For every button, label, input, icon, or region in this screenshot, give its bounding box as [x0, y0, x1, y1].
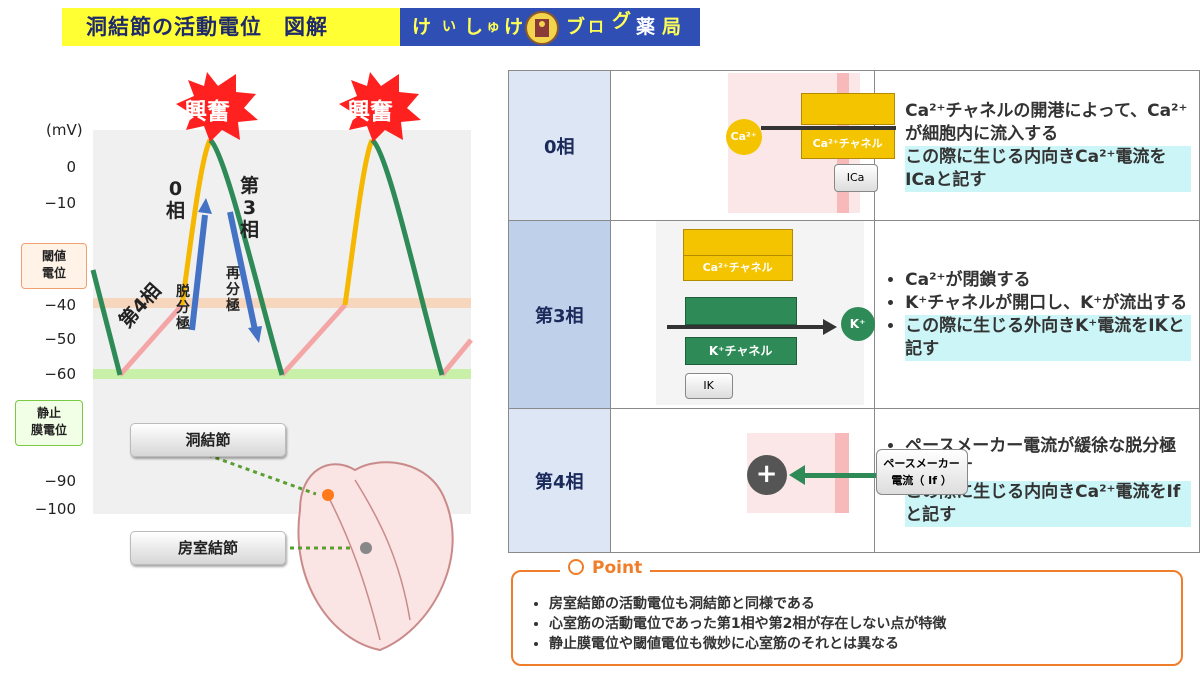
phase-name: 第4相 [508, 408, 611, 553]
logo-char: ロ [588, 17, 605, 36]
flow-arrow [666, 325, 823, 329]
resting-callout: 静止 膜電位 [15, 400, 83, 446]
av-node-dot [360, 542, 372, 554]
logo-char: し [464, 16, 484, 38]
excite-label: 興奮 [184, 99, 230, 125]
phase-description: Ca²⁺チャネルの開港によって、Ca²⁺が細胞内に流入する この際に生じる内向き… [874, 70, 1200, 221]
plus-charge-icon: + [746, 455, 787, 495]
phase-description: ペースメーカー電流が緩徐な脱分極を起こす この際に生じる内向きCa²⁺電流をIf… [874, 408, 1200, 553]
desc-bullet-highlight: この際に生じる外向きK⁺電流をIKと記す [905, 314, 1191, 361]
phase-name: 第3相 [508, 220, 611, 409]
repolarization-arrow [227, 211, 258, 331]
desc-bullet: Ca²⁺チャネルの開港によって、Ca²⁺が細胞内に流入する [905, 100, 1191, 146]
y-tick: −50 [44, 330, 76, 348]
list-item: 静止膜電位や閾値電位も微妙に心室筋のそれとは異なる [549, 634, 946, 654]
channel-label-top: Ca²⁺チャネル [682, 255, 793, 281]
arrow-head-icon [822, 319, 837, 335]
channel-block [684, 297, 797, 325]
action-potential-graph [90, 72, 473, 652]
threshold-band [93, 298, 471, 308]
channel-block [800, 93, 895, 125]
heart-icon [297, 461, 454, 652]
logo-char: 局 [662, 16, 682, 38]
excite-label: 興奮 [347, 99, 393, 125]
phase-figure: Ca²⁺チャネル Ca²⁺ ICa [609, 70, 896, 221]
arrow-head [198, 198, 212, 214]
sa-pointer [207, 453, 317, 496]
phase0-curve [179, 138, 213, 306]
phase-description: Ca²⁺が閉鎖する K⁺チャネルが開口し、K⁺が流出する この際に生じる外向きK… [874, 220, 1200, 409]
logo-char: ゅ [486, 19, 500, 35]
depolarization-arrow [189, 214, 208, 331]
channel-label: Ca²⁺チャネル [800, 129, 895, 159]
phase4-curve [118, 303, 184, 377]
phase-table: 0相 Ca²⁺チャネル Ca²⁺ ICa Ca²⁺チャネルの開港によって、Ca²… [508, 70, 1200, 553]
current-label: ペースメーカー 電流（ If ） [875, 449, 968, 495]
arrow-head [248, 326, 262, 343]
y-tick: −100 [34, 500, 76, 518]
logo-char: グ [612, 10, 632, 32]
y-tick: −60 [44, 365, 76, 383]
phase-figure: Ca²⁺チャネル K⁺チャネル K⁺ IK [609, 220, 876, 409]
logo-char: け [504, 16, 524, 38]
potassium-ion-icon: K⁺ [840, 307, 875, 341]
lightbulb-icon [568, 559, 584, 575]
page-title: 洞結節の活動電位 図解 [62, 8, 400, 46]
phase3-curve [90, 137, 445, 376]
conduction-path [329, 479, 411, 641]
list-item: 房室結節の活動電位も洞結節と同様である [549, 594, 946, 614]
excitement-burst-icon [339, 72, 421, 142]
point-box: Point 房室結節の活動電位も洞結節と同様である 心室筋の活動電位であった第1… [511, 558, 1183, 666]
y-unit: (mV) [46, 121, 83, 139]
av-node-label: 房室結節 [130, 531, 286, 565]
logo-char: い [442, 19, 456, 35]
repolarization-text: 再 分 極 [226, 266, 240, 314]
table-row: 0相 Ca²⁺チャネル Ca²⁺ ICa Ca²⁺チャネルの開港によって、Ca²… [508, 70, 1200, 221]
point-title: Point [560, 558, 651, 578]
blog-logo[interactable]: け い し ゅ け ブ ロ グ 薬 局 [400, 8, 700, 46]
excitement-burst-icon [176, 72, 258, 142]
flow-arrow [760, 126, 896, 130]
sa-node-label: 洞結節 [130, 423, 286, 457]
list-item: 心室筋の活動電位であった第1相や第2相が存在しない点が特徴 [549, 614, 946, 634]
phase3-text: 第 3 相 [240, 175, 260, 241]
y-tick: −40 [44, 296, 76, 314]
calcium-ion-icon: Ca²⁺ [725, 119, 762, 155]
channel-block [682, 229, 793, 257]
current-label: ICa [833, 164, 878, 192]
logo-char: ブ [566, 16, 586, 38]
phase0-text: 0 相 [166, 178, 186, 222]
point-title-text: Point [592, 558, 643, 578]
pharmacy-emblem-icon [525, 11, 559, 45]
current-label: IK [684, 373, 733, 399]
y-tick: 0 [66, 158, 76, 176]
table-row: 第4相 + ペースメーカー 電流（ If ） ペースメーカー電流が緩徐な脱分極を… [508, 408, 1200, 553]
desc-bullet: K⁺チャネルが開口し、K⁺が流出する [905, 292, 1191, 315]
arrow-head-icon [788, 465, 805, 485]
threshold-callout: 閾値 電位 [21, 243, 87, 289]
phase-figure: + ペースメーカー 電流（ If ） [609, 408, 968, 553]
flow-arrow [794, 473, 885, 478]
point-list: 房室結節の活動電位も洞結節と同様である 心室筋の活動電位であった第1相や第2相が… [535, 594, 946, 654]
phase-name: 0相 [508, 70, 611, 221]
logo-char: 薬 [636, 16, 656, 38]
y-tick: −90 [44, 472, 76, 490]
phase4-curve [280, 303, 347, 377]
y-tick: −10 [44, 194, 76, 212]
sa-node-dot [322, 489, 334, 501]
table-row: 第3相 Ca²⁺チャネル K⁺チャネル K⁺ IK Ca²⁺が閉鎖する K⁺チャ… [508, 220, 1200, 409]
channel-label: K⁺チャネル [684, 337, 797, 365]
desc-bullet-highlight: この際に生じる内向きCa²⁺電流をICaと記す [905, 145, 1191, 192]
phase0-curve [342, 138, 375, 306]
logo-char: け [412, 16, 432, 38]
phase4-curve [440, 338, 473, 377]
desc-bullet: Ca²⁺が閉鎖する [905, 269, 1191, 292]
depolarization-text: 脱 分 極 [176, 284, 190, 332]
